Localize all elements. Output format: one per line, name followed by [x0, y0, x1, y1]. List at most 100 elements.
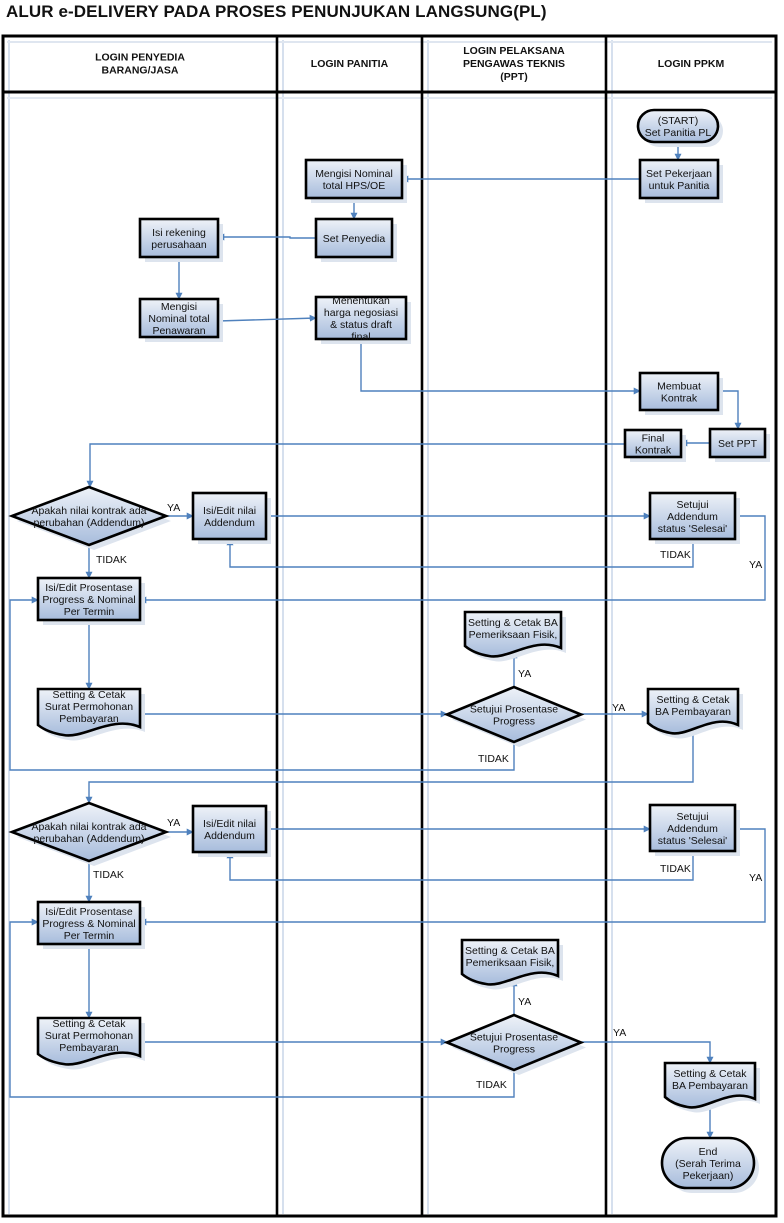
node-label: perubahan (Addendum): [34, 517, 145, 529]
edge-label-ya: YA: [749, 559, 762, 571]
node-label: Pemeriksaan Fisik,: [469, 629, 558, 641]
node-label: Surat Permohonan: [45, 701, 133, 713]
node-set-ppt: Set PPT: [708, 427, 770, 462]
node-label: Kontrak: [661, 393, 698, 405]
node-label: Setujui: [676, 811, 708, 823]
diagram-frame: [1, 34, 778, 1218]
document-shape: [463, 610, 563, 658]
node-label: Set Pekerjaan: [646, 168, 712, 180]
node-label: Isi/Edit nilai: [203, 505, 256, 517]
node-label: (Serah Terima: [675, 1158, 741, 1170]
process-box: [648, 491, 737, 541]
node-label: untuk Panitia: [649, 180, 710, 192]
node-label: Kontrak: [635, 445, 672, 457]
node-label: Mengisi Nominal: [315, 168, 393, 180]
process-box: [638, 371, 720, 412]
node-set-penyedia: Set Penyedia: [314, 217, 397, 262]
process-box: [138, 217, 220, 259]
edge-label-ya: YA: [167, 502, 180, 514]
lane-header-text: PENGAWAS TEKNIS: [463, 58, 565, 70]
node-label: Apakah nilai kontrak ada: [32, 505, 147, 517]
decision-diamond: [8, 801, 170, 863]
node-label: Progress: [493, 1044, 535, 1056]
document-shape: [663, 1061, 757, 1109]
node-label: Nominal total: [148, 313, 209, 325]
edge-label-tidak: TIDAK: [660, 549, 691, 561]
node-label: Setujui: [676, 499, 708, 511]
edge-label-ya: YA: [612, 702, 625, 714]
decision-diamond: [443, 1013, 585, 1072]
process-box: [36, 900, 142, 946]
node-start: (START)Set Panitia PL: [636, 108, 723, 147]
lane-header-panitia: LOGIN PANITIA: [311, 58, 389, 70]
document-shape: [36, 687, 142, 737]
process-box: [138, 297, 220, 339]
connector-arrow: [139, 828, 766, 926]
node-label: perusahaan: [151, 239, 207, 251]
node-label: Progress: [493, 716, 535, 728]
node-label: Per Termin: [64, 606, 115, 618]
edge-label-ya: YA: [167, 817, 180, 829]
node-label: final: [351, 331, 370, 343]
node-label: Apakah nilai kontrak ada: [32, 821, 147, 833]
node-label: Isi/Edit Prosentase: [45, 906, 133, 918]
node-label: Isi/Edit Prosentase: [45, 582, 133, 594]
edge-label-ya: YA: [518, 668, 531, 680]
node-label: perubahan (Addendum): [34, 833, 145, 845]
node-label: Setting & Cetak BA: [468, 617, 558, 629]
lane-header-text: (PPT): [500, 71, 527, 83]
node-label: total HPS/OE: [323, 180, 385, 192]
node-label: Pekerjaan): [683, 1170, 734, 1182]
document-shape: [36, 1016, 142, 1066]
node-label: harga negosiasi: [324, 307, 398, 319]
connector-arrow: [217, 314, 317, 322]
lane-header-text: LOGIN PELAKSANA: [463, 45, 565, 57]
node-label: Membuat: [657, 381, 701, 393]
connector-arrow: [139, 515, 766, 604]
node-label: Setting & Cetak: [657, 694, 731, 706]
lane-header-text: LOGIN PPKM: [658, 58, 725, 70]
edge-label-tidak: TIDAK: [96, 554, 127, 566]
node-label: Isi/Edit nilai: [203, 818, 256, 830]
process-box: [623, 428, 683, 459]
connector-arrow: [9, 918, 515, 1098]
node-label: Addendum: [204, 517, 255, 529]
node-label: Setting & Cetak: [674, 1068, 748, 1080]
node-label: Setting & Cetak: [53, 1018, 127, 1030]
node-label: Setujui Prosentase: [470, 1032, 558, 1044]
connector-arrow: [226, 538, 694, 568]
lane-header-text: BARANG/JASA: [101, 65, 178, 77]
edge-label-ya: YA: [749, 872, 762, 884]
node-label: Setting & Cetak BA: [465, 945, 555, 957]
flow-nodes: (START)Set Panitia PL Set Pekerjaanuntuk …: [8, 108, 770, 1193]
edge-label-ya: YA: [518, 996, 531, 1008]
node-label: Setting & Cetak: [53, 689, 127, 701]
node-label: Per Termin: [64, 930, 115, 942]
node-label: Pembayaran: [59, 1042, 119, 1054]
node-label: Pemeriksaan Fisik,: [466, 957, 555, 969]
node-label: Addendum: [204, 830, 255, 842]
connector-arrow: [360, 339, 641, 395]
lane-header-ppkm: LOGIN PPKM: [658, 58, 725, 70]
node-label: status 'Selesai': [658, 523, 727, 535]
node-label: Setujui Prosentase: [470, 704, 558, 716]
connectors: [9, 142, 766, 1139]
